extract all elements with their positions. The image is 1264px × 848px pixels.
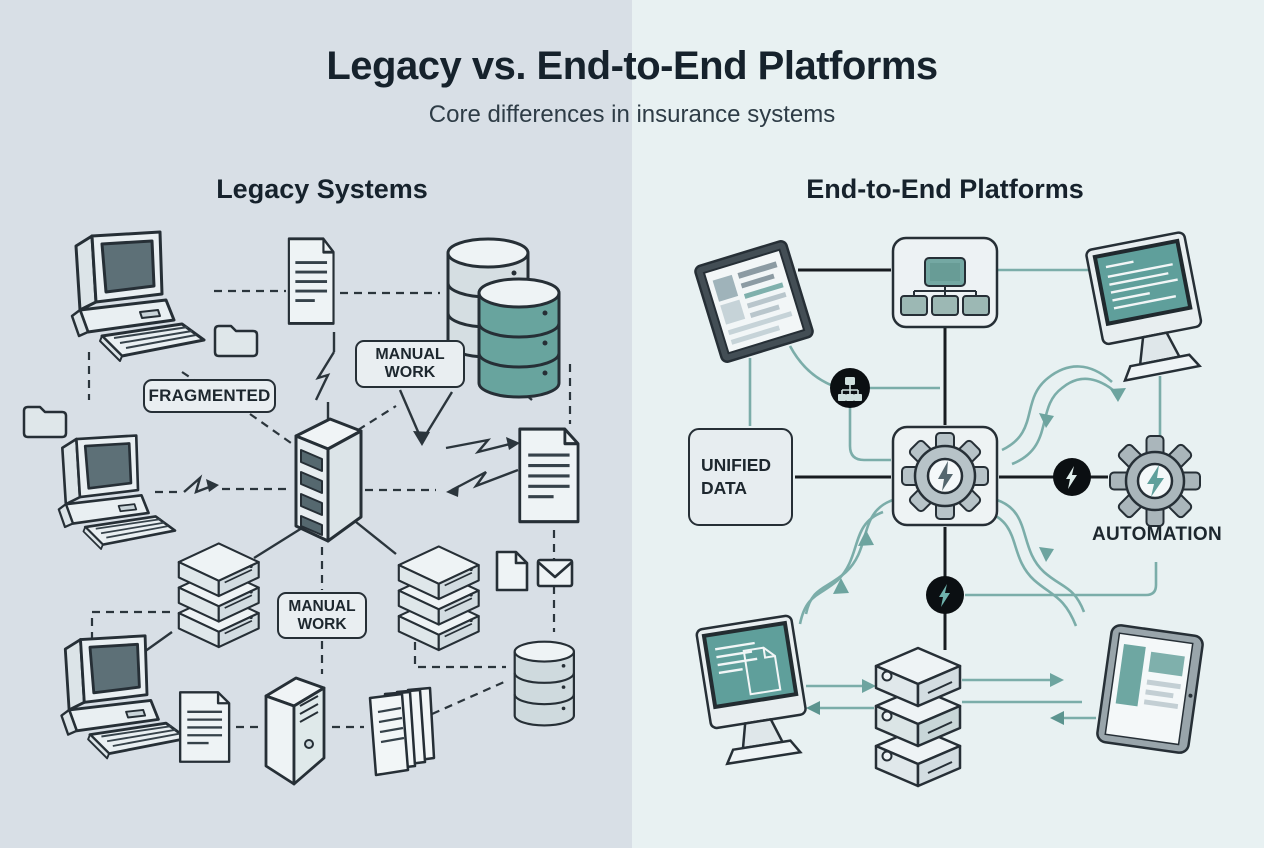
database-icon — [513, 640, 576, 727]
pc-tower-icon — [264, 676, 326, 786]
monitor-icon — [1085, 231, 1203, 383]
database-stack-icon — [477, 277, 561, 399]
legacy-computer-icon — [60, 634, 189, 760]
hierarchy-node-icon — [830, 368, 870, 408]
flow-arrow-icon — [806, 701, 1064, 725]
platform-diagram — [694, 231, 1204, 788]
legacy-computer-icon — [70, 230, 206, 363]
legacy-heading: Legacy Systems — [216, 174, 428, 204]
teal-connectors — [748, 268, 1162, 720]
paper-stack-icon — [368, 686, 436, 777]
fragmented-label: FRAGMENTED — [143, 379, 276, 413]
envelope-icon — [536, 558, 574, 588]
tablet-icon — [1096, 624, 1204, 754]
manual-work-label-top: MANUAL WORK — [355, 340, 465, 388]
server-stack-icon — [874, 646, 962, 788]
bolt-node-icon — [926, 576, 964, 614]
flow-arrow-icon — [833, 388, 1126, 693]
org-chart-card-icon — [891, 236, 999, 329]
automation-label: AUTOMATION — [1091, 524, 1222, 545]
report-screen-icon — [694, 240, 814, 363]
broken-link-icon — [451, 468, 519, 492]
unified-data-label: UNIFIED DATA — [688, 428, 793, 526]
broken-link-icon — [445, 438, 511, 455]
page-subtitle: Core differences in insurance systems — [428, 101, 836, 128]
page-title: Legacy vs. End-to-End Platforms — [326, 44, 938, 88]
automation-gear-icon — [1109, 435, 1201, 527]
document-icon — [178, 691, 231, 763]
document-icon — [287, 237, 335, 325]
lightning-break-icon — [314, 351, 336, 401]
server-tower-icon — [294, 417, 363, 543]
folder-icon — [22, 405, 68, 439]
document-monitor-icon — [695, 614, 807, 766]
folder-icon — [213, 324, 259, 358]
gear-card-icon — [891, 425, 999, 527]
server-stack-icon — [397, 545, 480, 652]
document-icon — [518, 427, 580, 524]
server-stack-icon — [177, 542, 260, 649]
arrowheads — [206, 431, 520, 497]
manual-work-label-bottom: MANUAL WORK — [277, 592, 367, 639]
platform-heading: End-to-End Platforms — [806, 174, 1084, 204]
legacy-diagram — [22, 230, 580, 786]
bolt-node-icon — [1053, 458, 1091, 496]
broken-link-icon — [183, 474, 213, 494]
file-icon — [495, 550, 529, 592]
